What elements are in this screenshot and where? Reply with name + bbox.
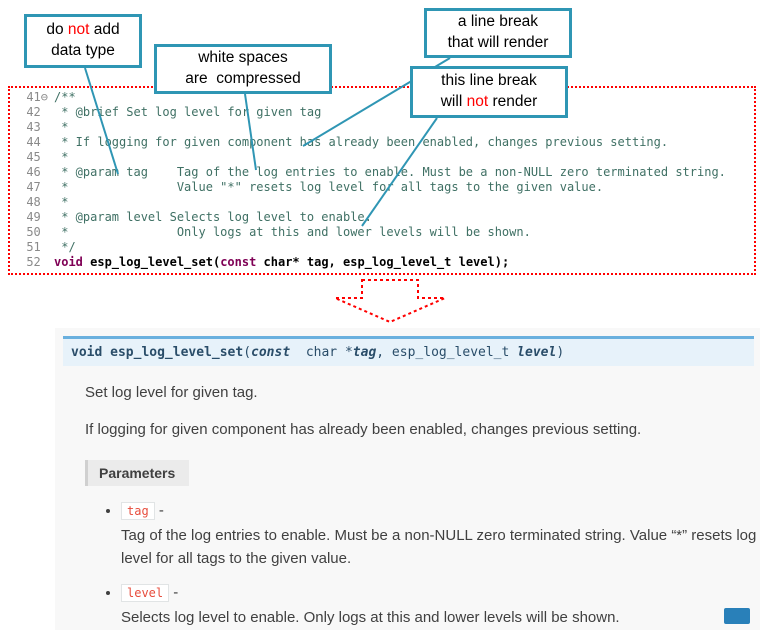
line-number: 50 xyxy=(26,225,48,239)
line-number: 45 xyxy=(26,150,48,164)
code-line[interactable]: 48 * xyxy=(10,195,754,210)
parameters-heading: Parameters xyxy=(85,460,190,486)
line-number: 48 xyxy=(26,195,48,209)
code-line[interactable]: 51 */ xyxy=(10,240,754,255)
callout-line: this line break xyxy=(441,72,537,90)
line-number: 44 xyxy=(26,135,48,149)
code-lines[interactable]: 41⊖/**42 * @brief Set log level for give… xyxy=(10,90,754,270)
callout-line: will not render xyxy=(440,93,538,110)
callout-line: that will render xyxy=(447,34,549,51)
code-line[interactable]: 46 * @param tag Tag of the log entries t… xyxy=(10,165,754,180)
code-editor[interactable]: 41⊖/**42 * @brief Set log level for give… xyxy=(8,86,756,275)
param-name-chip: level xyxy=(121,584,170,602)
callout-line: a line break xyxy=(457,13,539,31)
parameter-item: level - Selects log level to enable. Only… xyxy=(121,584,760,630)
callout-no-datatype: do not add data type xyxy=(24,14,142,68)
rendered-docs-panel: void esp_log_level_set(const char *tag, … xyxy=(55,328,760,630)
code-line[interactable]: 41⊖/** xyxy=(10,90,754,105)
param-description: Tag of the log entries to enable. Must b… xyxy=(121,527,757,567)
parameter-item: tag - Tag of the log entries to enable. M… xyxy=(121,502,760,570)
code-line[interactable]: 42 * @brief Set log level for given tag xyxy=(10,105,754,120)
line-number: 41⊖ xyxy=(26,90,48,104)
line-number: 52 xyxy=(26,255,48,269)
parameters-list: tag - Tag of the log entries to enable. M… xyxy=(121,502,760,630)
param-description: Selects log level to enable. Only logs a… xyxy=(121,609,620,626)
code-line[interactable]: 49 * @param level Selects log level to e… xyxy=(10,210,754,225)
line-number: 42 xyxy=(26,105,48,119)
code-line[interactable]: 47 * Value "*" resets log level for all … xyxy=(10,180,754,195)
line-number: 47 xyxy=(26,180,48,194)
description-text: If logging for given component has alrea… xyxy=(85,421,642,438)
line-number: 43 xyxy=(26,120,48,134)
code-line[interactable]: 50 * Only logs at this and lower levels … xyxy=(10,225,754,240)
code-line[interactable]: 45 * xyxy=(10,150,754,165)
code-line[interactable]: 52 void esp_log_level_set(const char* ta… xyxy=(10,255,754,270)
code-line[interactable]: 43 * xyxy=(10,120,754,135)
callout-break-render: a line break that will render xyxy=(424,8,572,58)
flyout-badge[interactable] xyxy=(724,608,750,624)
brief-text: Set log level for given tag. xyxy=(85,384,258,401)
param-name-chip: tag xyxy=(121,502,155,520)
callout-line: are compressed xyxy=(185,70,301,87)
line-number: 46 xyxy=(26,165,48,179)
callout-line: data type xyxy=(51,42,115,59)
callout-whitespace: white spaces are compressed xyxy=(154,44,332,94)
param-separator: - xyxy=(154,502,164,519)
callout-line: do not add xyxy=(46,21,120,39)
function-signature: void esp_log_level_set(const char *tag, … xyxy=(63,336,754,366)
callout-line: white spaces xyxy=(198,49,288,67)
callout-break-norender: this line break will not render xyxy=(410,66,568,118)
line-number: 51 xyxy=(26,240,48,254)
param-separator: - xyxy=(169,584,179,601)
line-number: 49 xyxy=(26,210,48,224)
code-line[interactable]: 44 * If logging for given component has … xyxy=(10,135,754,150)
down-arrow xyxy=(334,279,446,324)
